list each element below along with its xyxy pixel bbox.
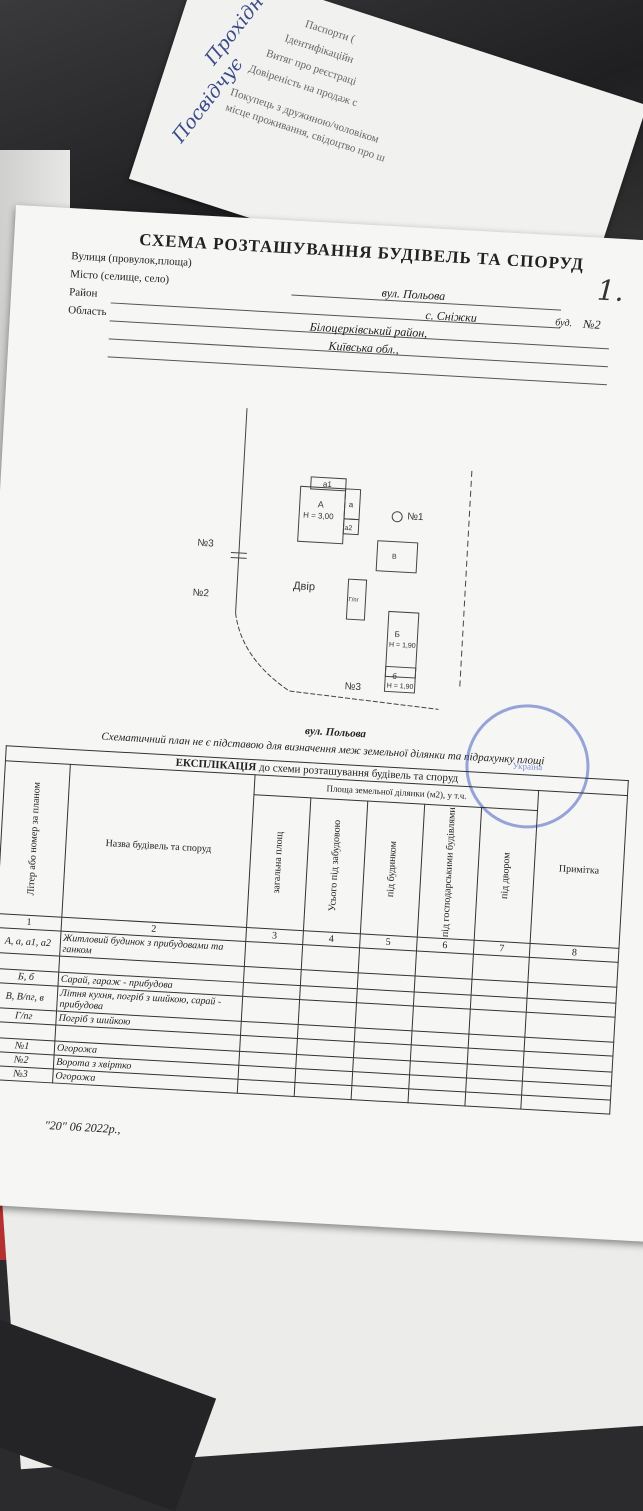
label-n1: №1: [407, 511, 424, 523]
explication-table: ЕКСПЛІКАЦІЯ до схеми розташування будіве…: [0, 745, 629, 1115]
gate-tick: [230, 557, 247, 559]
label-b-h: Н = 1,90: [389, 642, 416, 650]
label-n3-bottom: №3: [344, 681, 361, 693]
col-house: під будинком: [360, 801, 425, 938]
label-yard: Двір: [293, 580, 315, 593]
col-name: Назва будівель та споруд: [61, 764, 256, 928]
building-v: [375, 540, 419, 574]
building-g: [345, 578, 368, 621]
label-v: В: [392, 554, 397, 561]
fence-line-south: [235, 612, 439, 710]
label-b-lower: б: [392, 672, 397, 681]
col-built: Усього під забудовою: [303, 797, 368, 934]
col-letter: Літер або номер за планом: [0, 760, 71, 918]
col-yard: під двором: [473, 807, 538, 944]
label-n3-left: №3: [197, 538, 214, 550]
gate-tick: [230, 552, 247, 554]
boundary-east: [459, 470, 473, 691]
document-date: "20" 06 2022р.,: [44, 1118, 122, 1137]
well-icon: [391, 511, 403, 523]
label-n2-left: №2: [192, 587, 209, 599]
label-a1: а1: [323, 480, 333, 490]
building-b-lower: [383, 665, 417, 694]
handwriting: Посвідчує: [167, 53, 248, 147]
fence-line-west: [235, 408, 248, 613]
label-b-lower-h: Н = 1,90: [387, 682, 414, 690]
label-b: Б: [394, 630, 400, 639]
col-total: загальна площ: [246, 794, 311, 931]
document-sheet: СХЕМА РОЗТАШУВАННЯ БУДІВЕЛЬ ТА СПОРУД 1.…: [0, 205, 643, 1243]
label-a: а: [349, 500, 354, 509]
label-g: Г/пг: [348, 597, 359, 604]
label-house: А: [317, 499, 324, 509]
col-note: Примітка: [530, 790, 628, 949]
site-plan: №3 №2 №1 №3 Двір А Н = 3,00 а1 а а2 Б Н …: [192, 408, 473, 710]
building-a2: [342, 518, 360, 536]
stamp-text: Україна: [512, 760, 543, 773]
building-b: [384, 610, 420, 679]
col-outbuildings: під господарськими будівлями: [416, 804, 482, 941]
building-a1: [310, 476, 347, 492]
label-a2: а2: [344, 525, 352, 532]
label-house-h: Н = 3,00: [303, 511, 334, 522]
